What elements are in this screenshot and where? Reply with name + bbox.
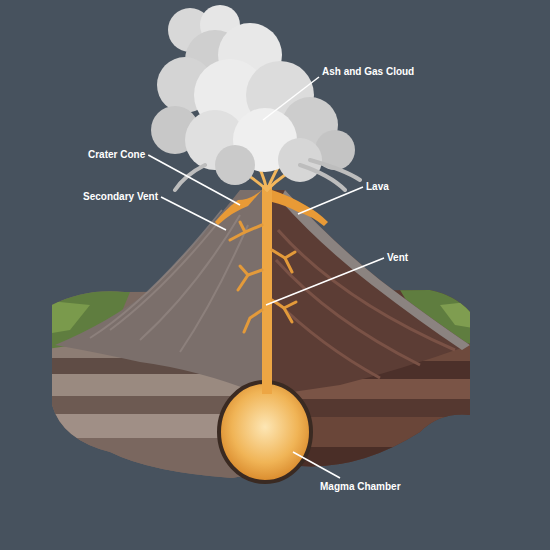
part-label: Secondary Vent	[83, 191, 158, 203]
leader-lines	[148, 77, 384, 478]
part-label: Lava	[366, 181, 389, 193]
leader-line	[298, 187, 363, 214]
ash-cloud	[151, 5, 360, 190]
cone-slope	[55, 190, 262, 395]
part-label: Ash and Gas Cloud	[322, 66, 414, 78]
part-label: Crater Cone	[88, 149, 145, 161]
part-label: Vent	[387, 252, 408, 264]
magma-chamber	[219, 382, 311, 482]
secondary-vents	[230, 222, 296, 332]
cone-cut-face	[272, 190, 470, 395]
leader-line	[161, 197, 226, 230]
part-label: Magma Chamber	[320, 481, 401, 493]
leader-line	[266, 258, 384, 305]
leader-line	[263, 77, 319, 120]
main-vent	[262, 185, 272, 400]
leader-line	[293, 452, 340, 478]
